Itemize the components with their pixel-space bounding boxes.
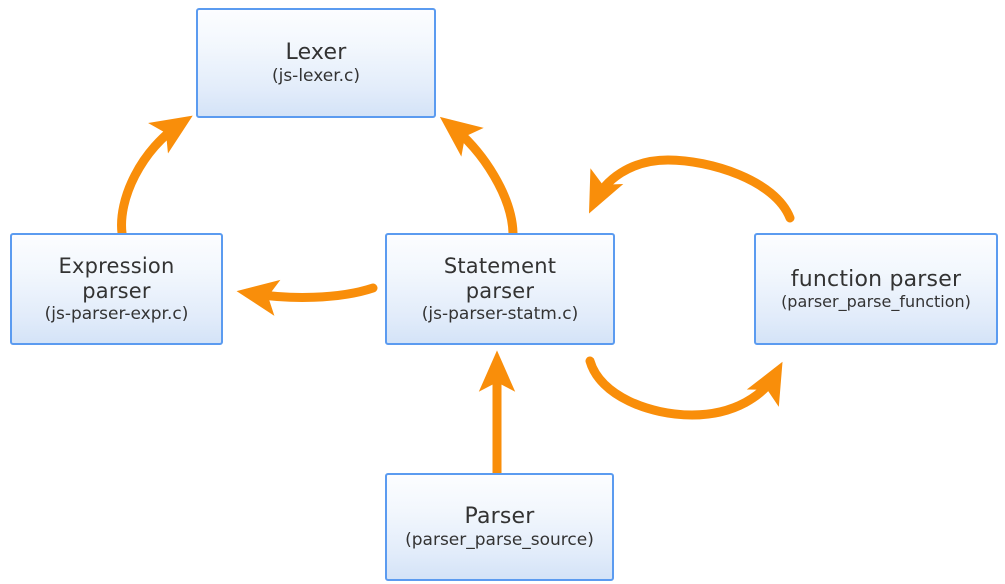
node-expression-parser-title-line1: Expression xyxy=(58,254,175,279)
node-function-parser-title: function parser xyxy=(790,266,962,292)
node-statement-parser[interactable]: Statement parser (js-parser-statm.c) xyxy=(385,233,615,345)
edge-statement-parser-to-lexer xyxy=(439,116,518,238)
node-function-parser-subtitle: (parser_parse_function) xyxy=(781,291,971,311)
node-expression-parser[interactable]: Expression parser (js-parser-expr.c) xyxy=(10,233,223,345)
edge-statement-parser-to-function-parser xyxy=(585,356,783,420)
node-expression-parser-subtitle: (js-parser-expr.c) xyxy=(44,303,189,324)
node-expression-parser-title-line2: parser xyxy=(82,278,151,303)
edge-expression-parser-to-lexer xyxy=(117,115,193,238)
node-parser-title: Parser xyxy=(464,504,535,529)
edge-statement-parser-to-expression-parser xyxy=(236,279,378,316)
node-statement-parser-subtitle: (js-parser-statm.c) xyxy=(421,303,579,324)
node-parser-subtitle: (parser_parse_source) xyxy=(405,529,594,550)
node-statement-parser-title-line2: parser xyxy=(465,278,535,303)
node-function-parser[interactable]: function parser (parser_parse_function) xyxy=(754,233,998,345)
node-lexer-subtitle: (js-lexer.c) xyxy=(271,65,361,86)
node-lexer-title: Lexer xyxy=(285,40,347,65)
edge-function-parser-to-statement-parser xyxy=(588,155,795,223)
node-statement-parser-title-line1: Statement xyxy=(443,254,557,279)
node-lexer[interactable]: Lexer (js-lexer.c) xyxy=(196,8,436,118)
node-parser[interactable]: Parser (parser_parse_source) xyxy=(385,473,614,581)
